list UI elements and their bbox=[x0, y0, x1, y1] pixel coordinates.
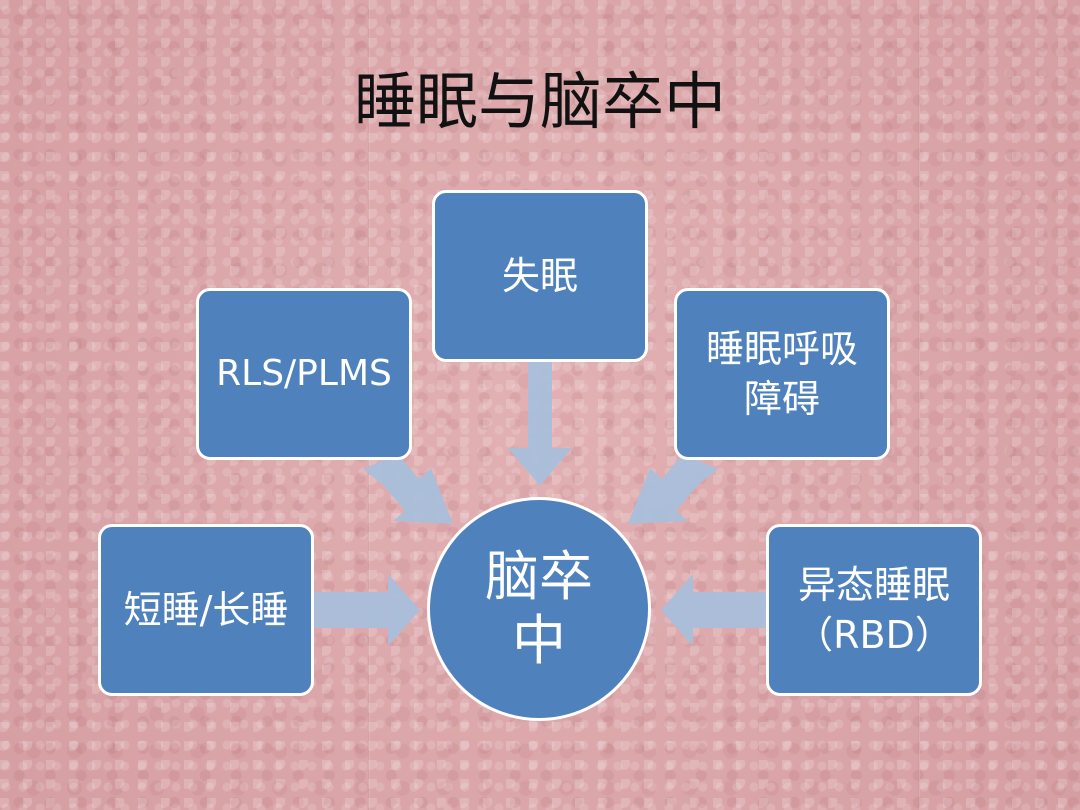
node-insomnia-label: 失眠 bbox=[501, 254, 578, 298]
node-sleep-disordered-breathing: 睡眠呼吸障碍 bbox=[674, 288, 890, 460]
arrow-rls-to-center bbox=[363, 454, 453, 524]
node-rls-plms: RLS/PLMS bbox=[196, 288, 412, 460]
node-parasomnia: 异态睡眠（RBD） bbox=[766, 524, 982, 696]
node-short-long-label: 短睡/长睡 bbox=[123, 588, 289, 632]
center-node-label: 脑卒中 bbox=[485, 545, 593, 672]
center-node-stroke: 脑卒中 bbox=[427, 497, 651, 721]
slide-title: 睡眠与脑卒中 bbox=[353, 65, 726, 138]
node-rls-plms-label: RLS/PLMS bbox=[216, 353, 392, 394]
arrow-insomnia-to-center bbox=[508, 362, 572, 486]
arrow-short-long-to-center bbox=[313, 574, 420, 646]
node-sdb-label: 睡眠呼吸障碍 bbox=[705, 327, 858, 421]
paper-fold-line-right bbox=[918, 0, 920, 810]
arrow-parasomnia-to-center bbox=[661, 574, 768, 646]
arrow-sdb-to-center bbox=[628, 454, 718, 524]
node-short-long-sleep: 短睡/长睡 bbox=[98, 524, 314, 696]
node-parasomnia-label: 异态睡眠（RBD） bbox=[795, 563, 953, 657]
node-insomnia: 失眠 bbox=[432, 190, 648, 362]
